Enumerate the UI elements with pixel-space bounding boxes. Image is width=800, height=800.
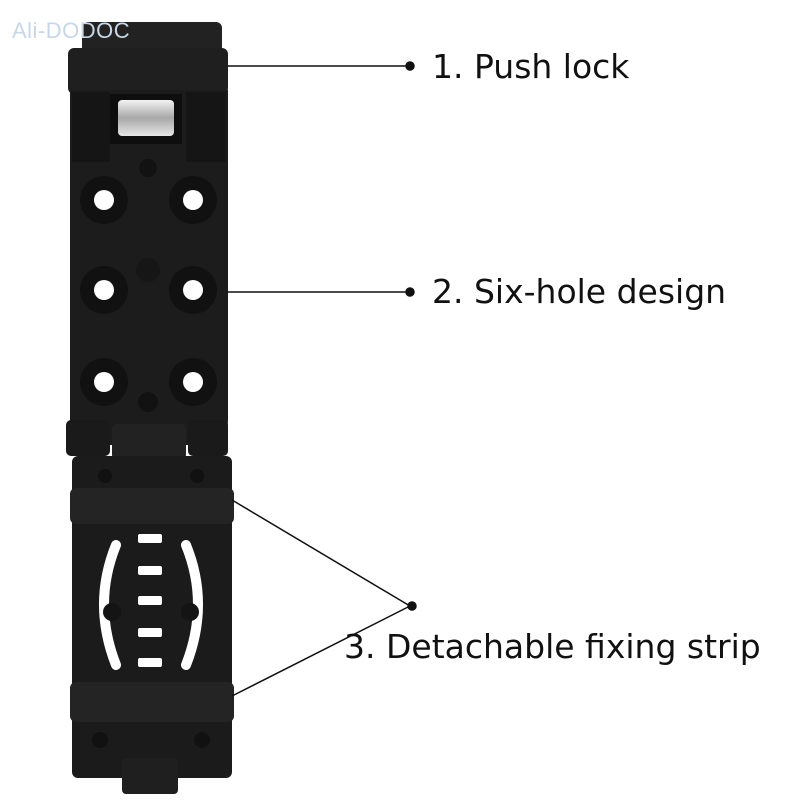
leader-dot-2 [405,287,415,297]
hole-3 [94,280,114,300]
left-slot [99,540,121,670]
pin-hole [139,159,157,177]
upper-plate [68,22,228,445]
push-lock [68,48,228,94]
leader-lines [228,61,417,697]
leader-dot-3 [407,601,417,611]
center-rivet [136,258,160,282]
watermark: Ali-DODOC [12,18,131,43]
callout-detachable-fixing-strip: 3. Detachable fixing strip [344,627,761,666]
right-slot [181,540,203,670]
leader-dot-1 [405,61,415,71]
fixing-strip [70,456,234,794]
right-rail [186,92,226,162]
six-holes [80,176,217,406]
hole-2 [183,190,203,210]
hinge [66,420,228,460]
left-rail [72,92,110,162]
hole-1 [94,190,114,210]
strip-bottom-tab [122,758,178,794]
lower-pin-hole [138,392,158,412]
strip-bottom-band [70,682,234,722]
callout-six-hole-design: 2. Six-hole design [432,272,727,311]
leader-strip-bottom [231,605,411,697]
hole-6 [183,372,203,392]
leader-strip-top [231,499,411,607]
metal-spring [118,100,174,136]
hole-5 [94,372,114,392]
strip-top-band [70,488,234,524]
hole-4 [183,280,203,300]
ladder-slots [138,534,162,667]
callout-push-lock: 1. Push lock [432,47,630,86]
